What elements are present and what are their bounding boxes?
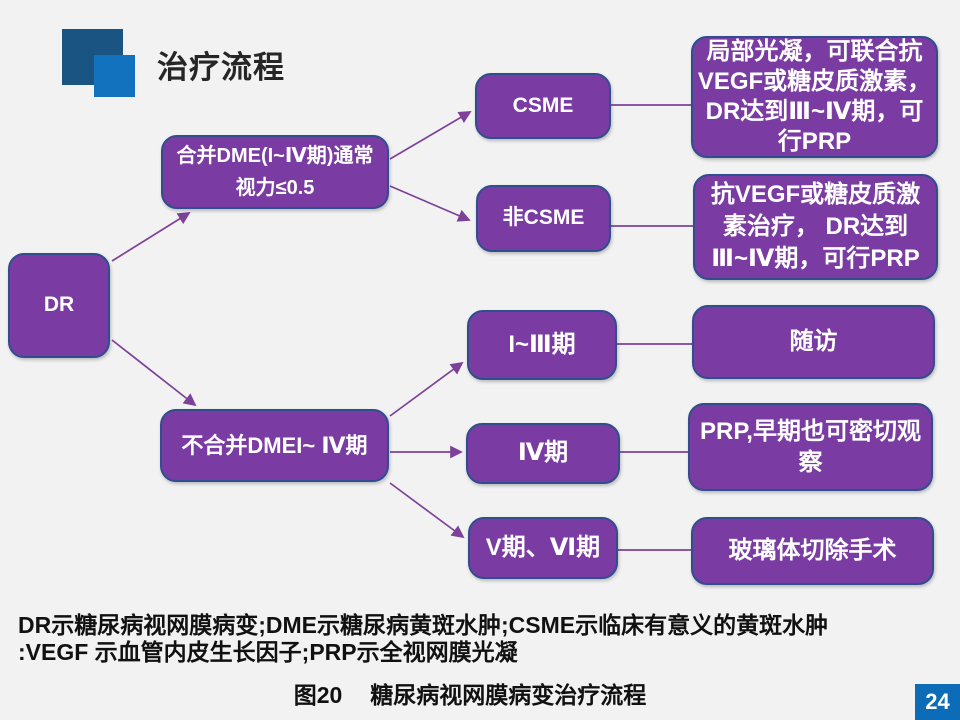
node-csme: CSME xyxy=(475,73,611,139)
footnote-line-1: DR示糖尿病视网膜病变;DME示糖尿病黄斑水肿;CSME示临床有意义的黄斑水肿 xyxy=(18,612,829,638)
figure-caption: 图20 糖尿病视网膜病变治疗流程 xyxy=(0,676,940,710)
node-no-dme: 不合并DMEI~ Ⅳ期 xyxy=(160,409,389,482)
node-treat-non-csme: 抗VEGF或糖皮质激素治疗， DR达到Ⅲ~Ⅳ期，可行PRP xyxy=(693,174,938,280)
node-stage-1-3: I~Ⅲ期 xyxy=(467,310,617,380)
node-treat-csme: 局部光凝，可联合抗VEGF或糖皮质激素，DR达到Ⅲ~Ⅳ期，可行PRP xyxy=(691,36,938,158)
node-dme: 合并DME(I~Ⅳ期)通常视力≤0.5 xyxy=(161,135,389,209)
node-prp-observe: PRP,早期也可密切观察 xyxy=(688,403,933,491)
footnote: DR示糖尿病视网膜病变;DME示糖尿病黄斑水肿;CSME示临床有意义的黄斑水肿 … xyxy=(18,612,938,666)
page-number-badge: 24 xyxy=(915,684,960,720)
node-stage-4: Ⅳ期 xyxy=(466,423,620,484)
page-title: 治疗流程 xyxy=(157,50,285,85)
figure-caption-text: 糖尿病视网膜病变治疗流程 xyxy=(370,682,647,708)
logo-square-light-icon xyxy=(94,55,135,97)
footnote-line-2: :VEGF 示血管内皮生长因子;PRP示全视网膜光凝 xyxy=(18,639,518,665)
node-stage-5-6: V期、Ⅵ期 xyxy=(468,517,618,579)
node-dr: DR xyxy=(8,253,110,358)
node-non-csme: 非CSME xyxy=(476,185,611,252)
node-followup: 随访 xyxy=(692,305,935,379)
figure-caption-number: 图20 xyxy=(293,682,343,708)
node-vitrectomy: 玻璃体切除手术 xyxy=(691,517,934,585)
